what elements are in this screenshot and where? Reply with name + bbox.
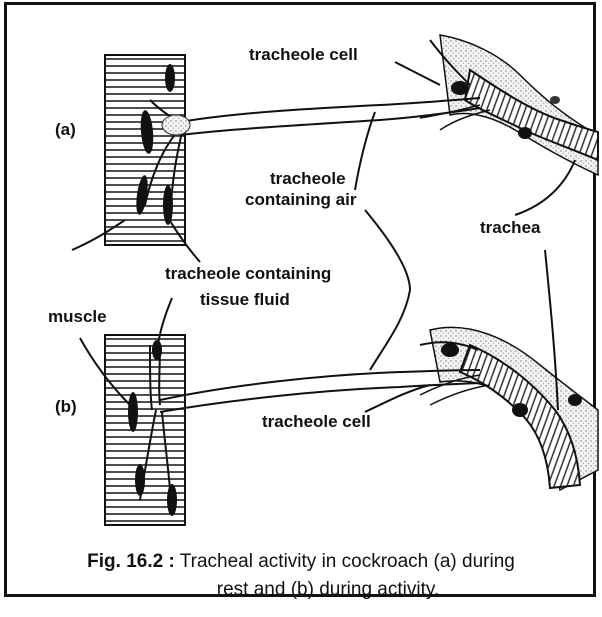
caption-line-1: Fig. 16.2 : Tracheal activity in cockroa… [87,551,515,572]
caption-line-2: rest and (b) during activity. [217,579,439,600]
trachea-b [420,327,598,490]
label-tracheole-air-1: tracheole [270,169,346,188]
caption-text-1: Tracheal activity in cockroach (a) durin… [175,551,515,572]
tracheole-cell-nucleus-b2 [512,403,528,417]
label-tracheole-cell-top: tracheole cell [249,45,358,64]
tracheole-cell-nucleus-b3 [568,394,582,406]
label-tracheole-fluid-1: tracheole containing [165,264,331,283]
label-muscle: muscle [48,307,107,326]
caption-prefix: Fig. 16.2 : [87,551,175,572]
fluid-tip-b2 [128,392,138,432]
tracheole-cell-nucleus-a2 [518,127,532,139]
trachea-a [420,35,598,175]
tracheole-cell-nucleus-b1 [441,343,459,357]
label-tracheole-cell-bottom: tracheole cell [262,412,371,431]
label-part-a: (a) [55,120,76,139]
tracheole-cell-nucleus-a1 [451,81,469,95]
fluid-tip-b4 [167,484,177,516]
fluid-tip-b1 [152,340,162,360]
label-tracheole-fluid-2: tissue fluid [200,290,290,309]
fluid-tip-b3 [135,464,145,496]
label-trachea: trachea [480,218,541,237]
label-tracheole-air-2: containing air [245,190,357,209]
label-part-b: (b) [55,397,77,416]
